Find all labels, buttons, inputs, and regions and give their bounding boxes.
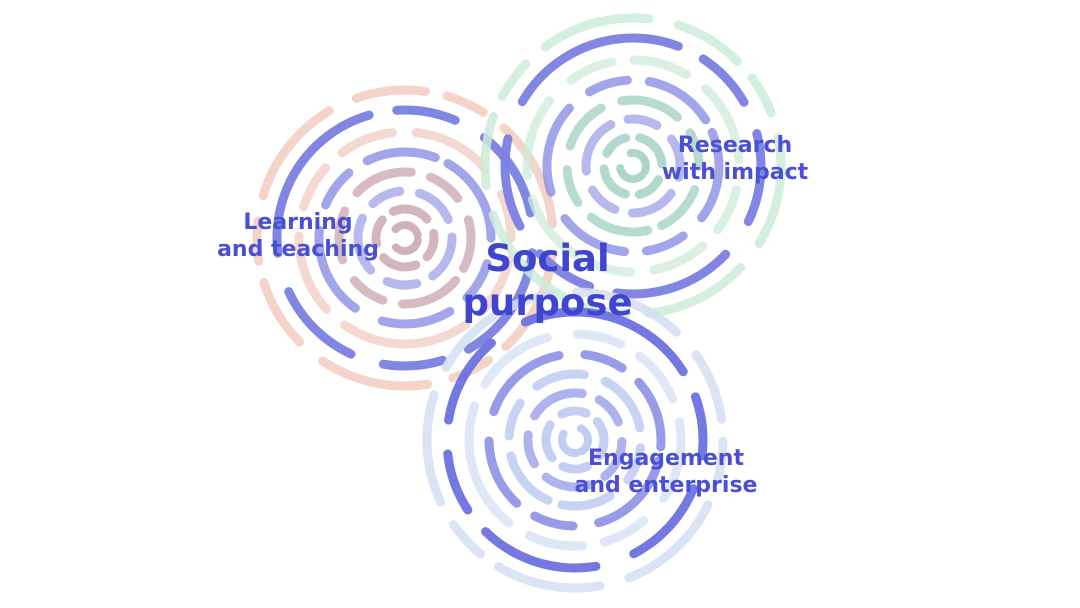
ring-research-5 xyxy=(562,95,704,237)
ring-learning-3 xyxy=(294,127,516,349)
rings-learning-and-teaching xyxy=(252,85,558,391)
ring-research-6 xyxy=(581,114,685,218)
label-research-with-impact: Research with impact xyxy=(645,133,825,187)
rings-engagement-and-enterprise xyxy=(422,287,728,593)
ring-learning-7 xyxy=(371,204,439,272)
label-engagement-and-enterprise: Engagement and enterprise xyxy=(566,446,766,500)
ring-learning-4 xyxy=(314,147,496,329)
ring-learning-8 xyxy=(388,221,422,255)
ring-engagement-2 xyxy=(442,307,708,573)
center-label-line-1: Social xyxy=(485,237,610,280)
ring-research-3 xyxy=(522,55,744,277)
rings-research-with-impact xyxy=(480,13,786,319)
center-label-line-2: purpose xyxy=(462,280,633,324)
ring-engagement-5 xyxy=(504,369,646,511)
label-research-line-1: Research xyxy=(677,133,793,158)
ring-learning-2 xyxy=(272,105,538,371)
label-learning-and-teaching: Learning and teaching xyxy=(198,210,398,264)
ring-learning-6 xyxy=(353,186,457,290)
ring-engagement-8 xyxy=(558,423,592,457)
label-learning-line-2: and teaching xyxy=(217,236,379,262)
ring-engagement-3 xyxy=(464,329,686,551)
label-engagement-line-1: Engagement xyxy=(588,446,744,471)
ring-research-4 xyxy=(542,75,724,257)
ring-engagement-4 xyxy=(484,349,666,531)
ring-learning-5 xyxy=(334,167,476,309)
ring-engagement-6 xyxy=(523,388,627,492)
ring-engagement-1 xyxy=(422,287,728,593)
label-research-line-2: with impact xyxy=(661,159,809,185)
ring-engagement-7 xyxy=(541,406,609,474)
ring-research-8 xyxy=(616,149,650,183)
label-engagement-line-2: and enterprise xyxy=(574,472,758,498)
ring-research-1 xyxy=(480,13,786,319)
center-label-social-purpose: Social purpose xyxy=(440,237,655,324)
label-learning-line-1: Learning xyxy=(243,210,353,235)
ring-research-2 xyxy=(500,33,766,299)
ring-research-7 xyxy=(599,132,667,200)
